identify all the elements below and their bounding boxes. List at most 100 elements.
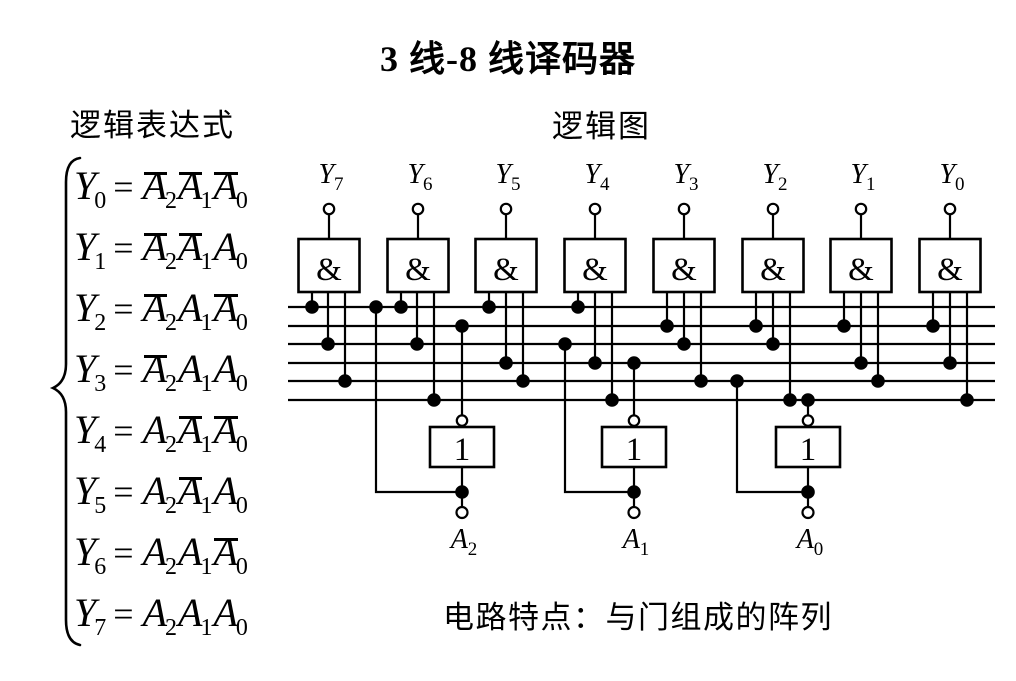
connection-dot (499, 356, 513, 370)
and-gate-y7: & (297, 202, 361, 388)
connection-dot (801, 393, 815, 407)
direct-feed-wire (374, 307, 462, 494)
equation-row-y7: Y7=A2A1A0 (74, 590, 248, 641)
output-label-y3: Y3 (673, 159, 699, 195)
input-terminal-icon (627, 505, 641, 520)
and-gate-y2: & (741, 202, 805, 407)
connection-dot (338, 374, 352, 388)
inverter-bubble-icon (801, 414, 815, 427)
connection-dot (943, 356, 957, 370)
connection-dot (627, 356, 641, 370)
output-label-y5: Y5 (495, 159, 521, 195)
inverter-a0: 1 (730, 374, 842, 520)
connection-dot (871, 374, 885, 388)
connection-dot (749, 319, 763, 333)
and-symbol: & (582, 252, 608, 288)
equation-row-y6: Y6=A2A1A0 (74, 529, 248, 580)
output-bubble-icon (411, 202, 425, 216)
and-symbol: & (671, 252, 697, 288)
connection-dot (837, 319, 851, 333)
equation-row-y0: Y0=A2A1A0 (74, 163, 248, 214)
connection-dot (694, 374, 708, 388)
inverter-a2: 1 (369, 300, 496, 520)
eq-lhs: Y (74, 163, 97, 208)
output-bubble-icon (499, 202, 513, 216)
connection-dot (677, 337, 691, 351)
output-label-y7: Y7 (318, 159, 344, 195)
connection-dot (394, 300, 408, 314)
inverter-bubble-icon (627, 414, 641, 427)
connection-dot (730, 374, 744, 388)
equation-row-y4: Y4=A2A1A0 (74, 407, 248, 458)
equation-row-y5: Y5=A2A1A0 (74, 468, 248, 519)
inverter-box (428, 425, 496, 469)
connection-dot (455, 319, 469, 333)
equations-brace (49, 156, 82, 647)
and-symbol: & (316, 252, 342, 288)
output-label-y0: Y0 (939, 159, 965, 195)
and-symbol: & (760, 252, 786, 288)
input-label-a0: A0 (796, 524, 824, 560)
connection-dot (854, 356, 868, 370)
direct-feed-wire (563, 344, 634, 494)
inverter-box (774, 425, 842, 469)
diagram-heading: 逻辑图 (552, 109, 651, 144)
output-label-y1: Y1 (850, 159, 876, 195)
page-title: 3 线-8 线译码器 (380, 39, 636, 79)
output-bubble-icon (854, 202, 868, 216)
output-bubble-icon (766, 202, 780, 216)
output-label-y6: Y6 (407, 159, 433, 195)
connection-dot (558, 337, 572, 351)
equation-row-y1: Y1=A2A1A0 (74, 224, 248, 275)
output-label-y2: Y2 (762, 159, 788, 195)
bus-lines (288, 305, 995, 402)
and-symbol: & (937, 252, 963, 288)
and-gate-y5: & (474, 202, 538, 388)
connection-dot (321, 337, 335, 351)
inverter-symbol: 1 (800, 432, 817, 468)
and-symbol: & (493, 252, 519, 288)
and-gate-y4: & (563, 202, 627, 407)
input-terminal-icon (455, 505, 469, 520)
connection-dot (516, 374, 530, 388)
equation-row-y2: Y2=A2A1A0 (74, 285, 248, 336)
inverter-symbol: 1 (454, 432, 471, 468)
output-bubble-icon (943, 202, 957, 216)
and-gate-y6: & (386, 202, 450, 407)
inverter-bubble-icon (455, 414, 469, 427)
connection-dot (571, 300, 585, 314)
connection-dot (482, 300, 496, 314)
expressions-heading: 逻辑表达式 (70, 108, 235, 143)
connection-dot (410, 337, 424, 351)
inverter-a1: 1 (558, 337, 668, 520)
output-bubble-icon (677, 202, 691, 216)
direct-feed-wire (735, 381, 808, 494)
connection-dot (369, 300, 383, 314)
input-terminal-icon (801, 505, 815, 520)
output-label-y4: Y4 (584, 159, 610, 195)
gate-box (652, 237, 716, 294)
gate-box (918, 237, 982, 294)
and-symbol: & (848, 252, 874, 288)
inverter-box (600, 425, 668, 469)
connection-dot (305, 300, 319, 314)
input-label-a2: A2 (450, 524, 478, 560)
and-gate-y1: & (829, 202, 893, 388)
connection-dot (960, 393, 974, 407)
connection-dot (605, 393, 619, 407)
circuit-feature-caption: 电路特点：与门组成的阵列 (443, 600, 833, 635)
inverter-symbol: 1 (626, 432, 643, 468)
connection-dot (783, 393, 797, 407)
output-bubble-icon (322, 202, 336, 216)
brace-path (49, 156, 82, 647)
gate-box (474, 237, 538, 294)
connection-dot (660, 319, 674, 333)
connection-dot (588, 356, 602, 370)
and-gate-y3: & (652, 202, 716, 388)
and-gate-y0: & (918, 202, 982, 407)
connection-dot (926, 319, 940, 333)
gate-box (741, 237, 805, 294)
output-bubble-icon (588, 202, 602, 216)
